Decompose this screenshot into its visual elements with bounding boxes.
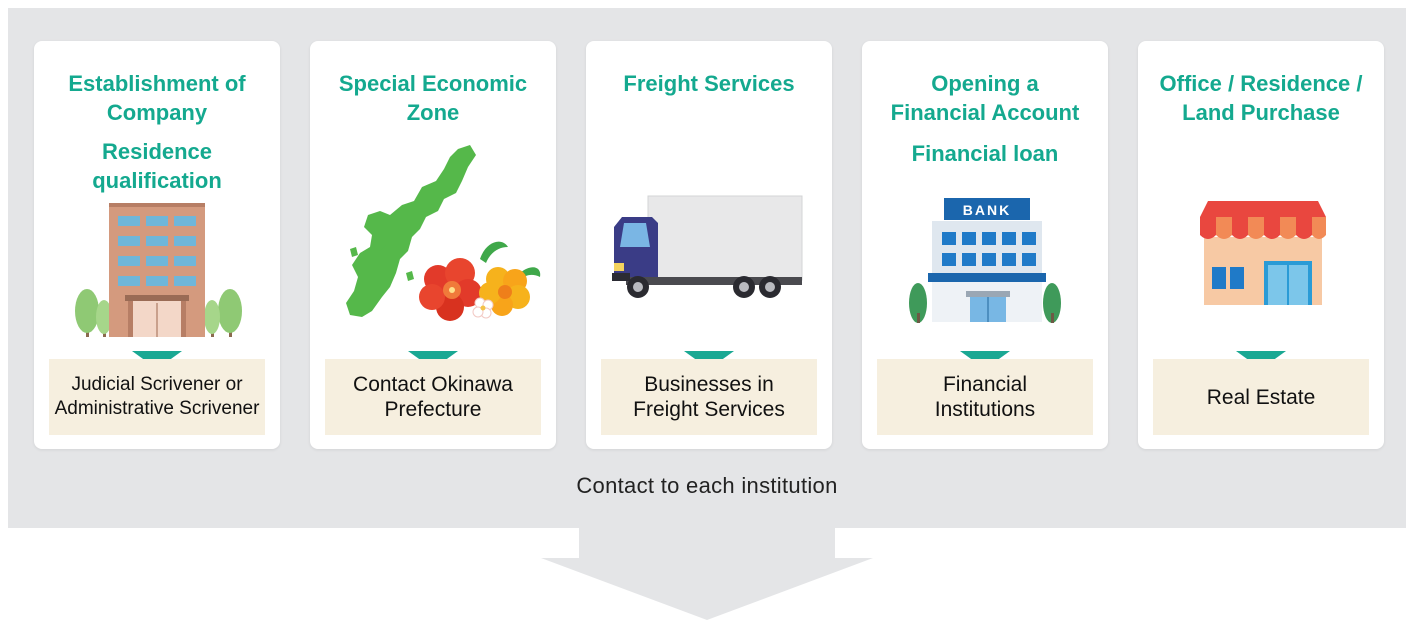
bank-sign: BANK [963, 202, 1011, 218]
card-title: Freight Services [623, 71, 795, 96]
process-panel: Establishment of Company Residence quali… [8, 8, 1406, 528]
card-establishment: Establishment of Company Residence quali… [34, 41, 280, 449]
card-title: Special Economic Zone [338, 71, 528, 125]
card-freight: Freight Services Businesses in Freight S… [586, 41, 832, 449]
okinawa-map-hibiscus-icon [346, 145, 541, 321]
truck-icon [612, 195, 803, 298]
footer-text: Contact to each institution [576, 473, 838, 498]
contact-box: Real Estate [1153, 359, 1369, 435]
contact-box: Contact Okinawa Prefecture [325, 359, 541, 435]
shop-storefront-icon [1200, 201, 1326, 305]
bank-building-icon: BANK [909, 198, 1061, 323]
card-subtitle: Financial loan [911, 141, 1059, 166]
contact-box: Judicial Scrivener or Administrative Scr… [49, 359, 265, 435]
contact-box: Financial Institutions [877, 359, 1093, 435]
card-financial: Opening a Financial Account Financial lo… [862, 41, 1108, 449]
card-special-zone: Special Economic Zone [310, 41, 556, 449]
card-title: Office / Residence / Land Purchase [1159, 71, 1363, 125]
card-subtitle: Residence qualification [92, 139, 222, 193]
card-title: Establishment of Company [68, 71, 246, 125]
office-building-icon [75, 203, 242, 337]
contact-box: Businesses in Freight Services [601, 359, 817, 435]
card-title: Opening a Financial Account [890, 71, 1080, 125]
card-real-estate: Office / Residence / Land Purchase [1138, 41, 1384, 449]
